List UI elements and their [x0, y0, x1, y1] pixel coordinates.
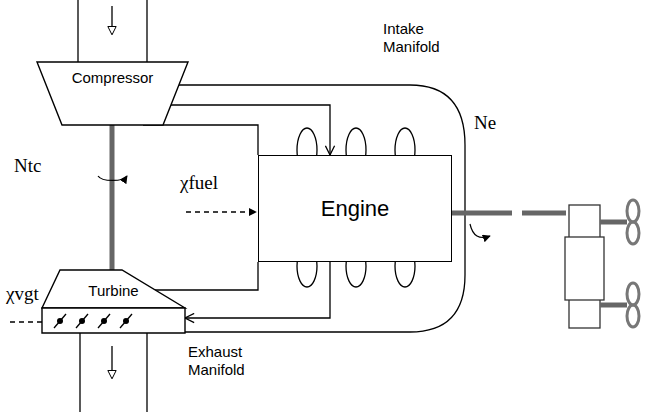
turbo-shaft — [110, 125, 115, 270]
rotation-arrow — [470, 224, 490, 238]
node-label: Compressor — [37, 69, 188, 86]
manifold-label: Intake Manifold — [383, 20, 461, 56]
exhaust-inner-wall — [154, 262, 258, 290]
signal-label: Ntc — [14, 155, 41, 178]
signal-label: χfuel — [180, 172, 218, 195]
node-label: Turbine — [42, 282, 185, 299]
rotation-arrow — [98, 176, 127, 180]
turbine-block: Turbine — [42, 270, 185, 333]
flow-connector — [185, 262, 330, 318]
engine-block: Engine — [258, 155, 452, 262]
output-shaft — [452, 211, 512, 216]
flow-connector — [171, 105, 330, 155]
fuel-input-arrow — [186, 211, 256, 212]
intake-inner-wall — [143, 125, 258, 155]
signal-label: Ne — [474, 112, 496, 135]
manifold-outer-wall — [159, 85, 465, 332]
output-shaft — [522, 211, 566, 216]
compressor-block: Compressor — [37, 62, 188, 125]
manifold-label: Exhaust Manifold — [188, 343, 268, 379]
turbine-outline — [42, 270, 185, 333]
node-label: Engine — [321, 196, 390, 222]
inlet-pipe — [78, 0, 147, 62]
propeller-unit — [565, 200, 639, 328]
signal-label: χvgt — [6, 283, 39, 306]
outlet-pipe — [80, 333, 147, 412]
